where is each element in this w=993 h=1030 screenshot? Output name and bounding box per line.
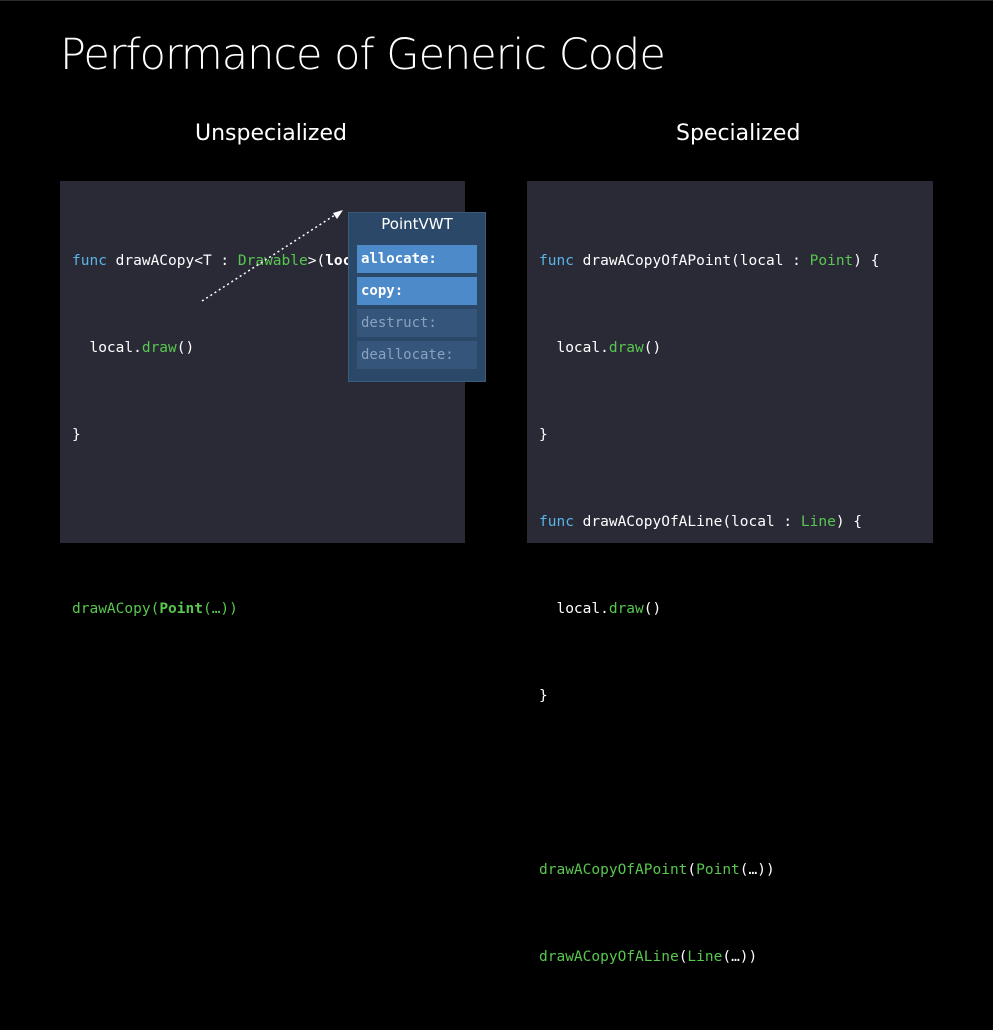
code-text: local. xyxy=(539,601,609,617)
code-punct: ) { xyxy=(835,514,863,530)
code-line-blank xyxy=(539,769,879,798)
call-drawacopy: drawACopy( xyxy=(72,601,160,617)
code-punct: ( xyxy=(687,862,697,878)
arg-point: Point xyxy=(159,601,203,617)
code-punct: (…)) xyxy=(202,601,238,617)
code-punct: ) { xyxy=(853,253,880,269)
keyword-func: func xyxy=(539,514,574,530)
function-name: drawACopy<T : xyxy=(106,253,238,269)
code-line-close-brace: } xyxy=(539,688,548,704)
code-text: local. xyxy=(539,340,609,356)
heading-specialized: Specialized xyxy=(676,121,801,146)
point-vwt-box: PointVWT allocate: copy: destruct: deall… xyxy=(348,212,486,382)
slide-title: Performance of Generic Code xyxy=(60,30,666,80)
code-punct: ( xyxy=(678,949,688,965)
protocol-type: Drawable xyxy=(237,253,308,269)
keyword-func: func xyxy=(539,253,574,269)
code-punct: (…)) xyxy=(722,949,758,965)
vwt-row-deallocate: deallocate: xyxy=(357,341,477,369)
type-point: Point xyxy=(809,253,854,269)
heading-unspecialized: Unspecialized xyxy=(195,121,347,146)
keyword-func: func xyxy=(72,253,107,269)
vwt-title: PointVWT xyxy=(381,215,453,233)
method-draw: draw xyxy=(608,340,644,356)
specialized-code: func drawACopyOfAPoint(local : Point) { … xyxy=(539,189,879,1030)
vwt-row-destruct: destruct: xyxy=(357,309,477,337)
dotted-arrow xyxy=(201,210,343,302)
method-draw: draw xyxy=(608,601,644,617)
specialized-code-panel: func drawACopyOfAPoint(local : Point) { … xyxy=(527,181,933,965)
method-draw: draw xyxy=(141,340,177,356)
code-punct: >( xyxy=(307,253,326,269)
code-line-close-brace: } xyxy=(72,427,81,443)
vwt-row-copy: copy: xyxy=(357,277,477,305)
type-line: Line xyxy=(800,514,836,530)
code-line-draw-call: local.draw() xyxy=(539,595,879,624)
code-punct: () xyxy=(176,340,195,356)
code-line-close-brace: } xyxy=(539,427,548,443)
code-punct: () xyxy=(643,601,662,617)
code-line-func-point: func drawACopyOfAPoint(local : Point) { xyxy=(539,247,879,276)
arg-point: Point xyxy=(696,862,740,878)
call-drawacopyofaline: drawACopyOfALine xyxy=(539,949,679,965)
code-punct: () xyxy=(643,340,662,356)
top-border xyxy=(0,0,993,1)
function-name: drawACopyOfAPoint(local : xyxy=(573,253,810,269)
code-line-call: drawACopy(Point(…)) xyxy=(72,595,430,624)
arg-line: Line xyxy=(687,949,723,965)
function-name: drawACopyOfALine(local : xyxy=(573,514,801,530)
code-line-func-line: func drawACopyOfALine(local : Line) { xyxy=(539,508,879,537)
code-punct: (…)) xyxy=(739,862,775,878)
code-line-draw-call: local.draw() xyxy=(539,334,879,363)
vwt-row-allocate: allocate: xyxy=(357,245,477,273)
code-line-call-point: drawACopyOfAPoint(Point(…)) xyxy=(539,856,879,885)
code-text: local. xyxy=(72,340,142,356)
code-line-draw-call: local.draw() xyxy=(72,334,430,363)
code-line-call-line: drawACopyOfALine(Line(…)) xyxy=(539,943,879,972)
call-drawacopyofapoint: drawACopyOfAPoint xyxy=(539,862,688,878)
